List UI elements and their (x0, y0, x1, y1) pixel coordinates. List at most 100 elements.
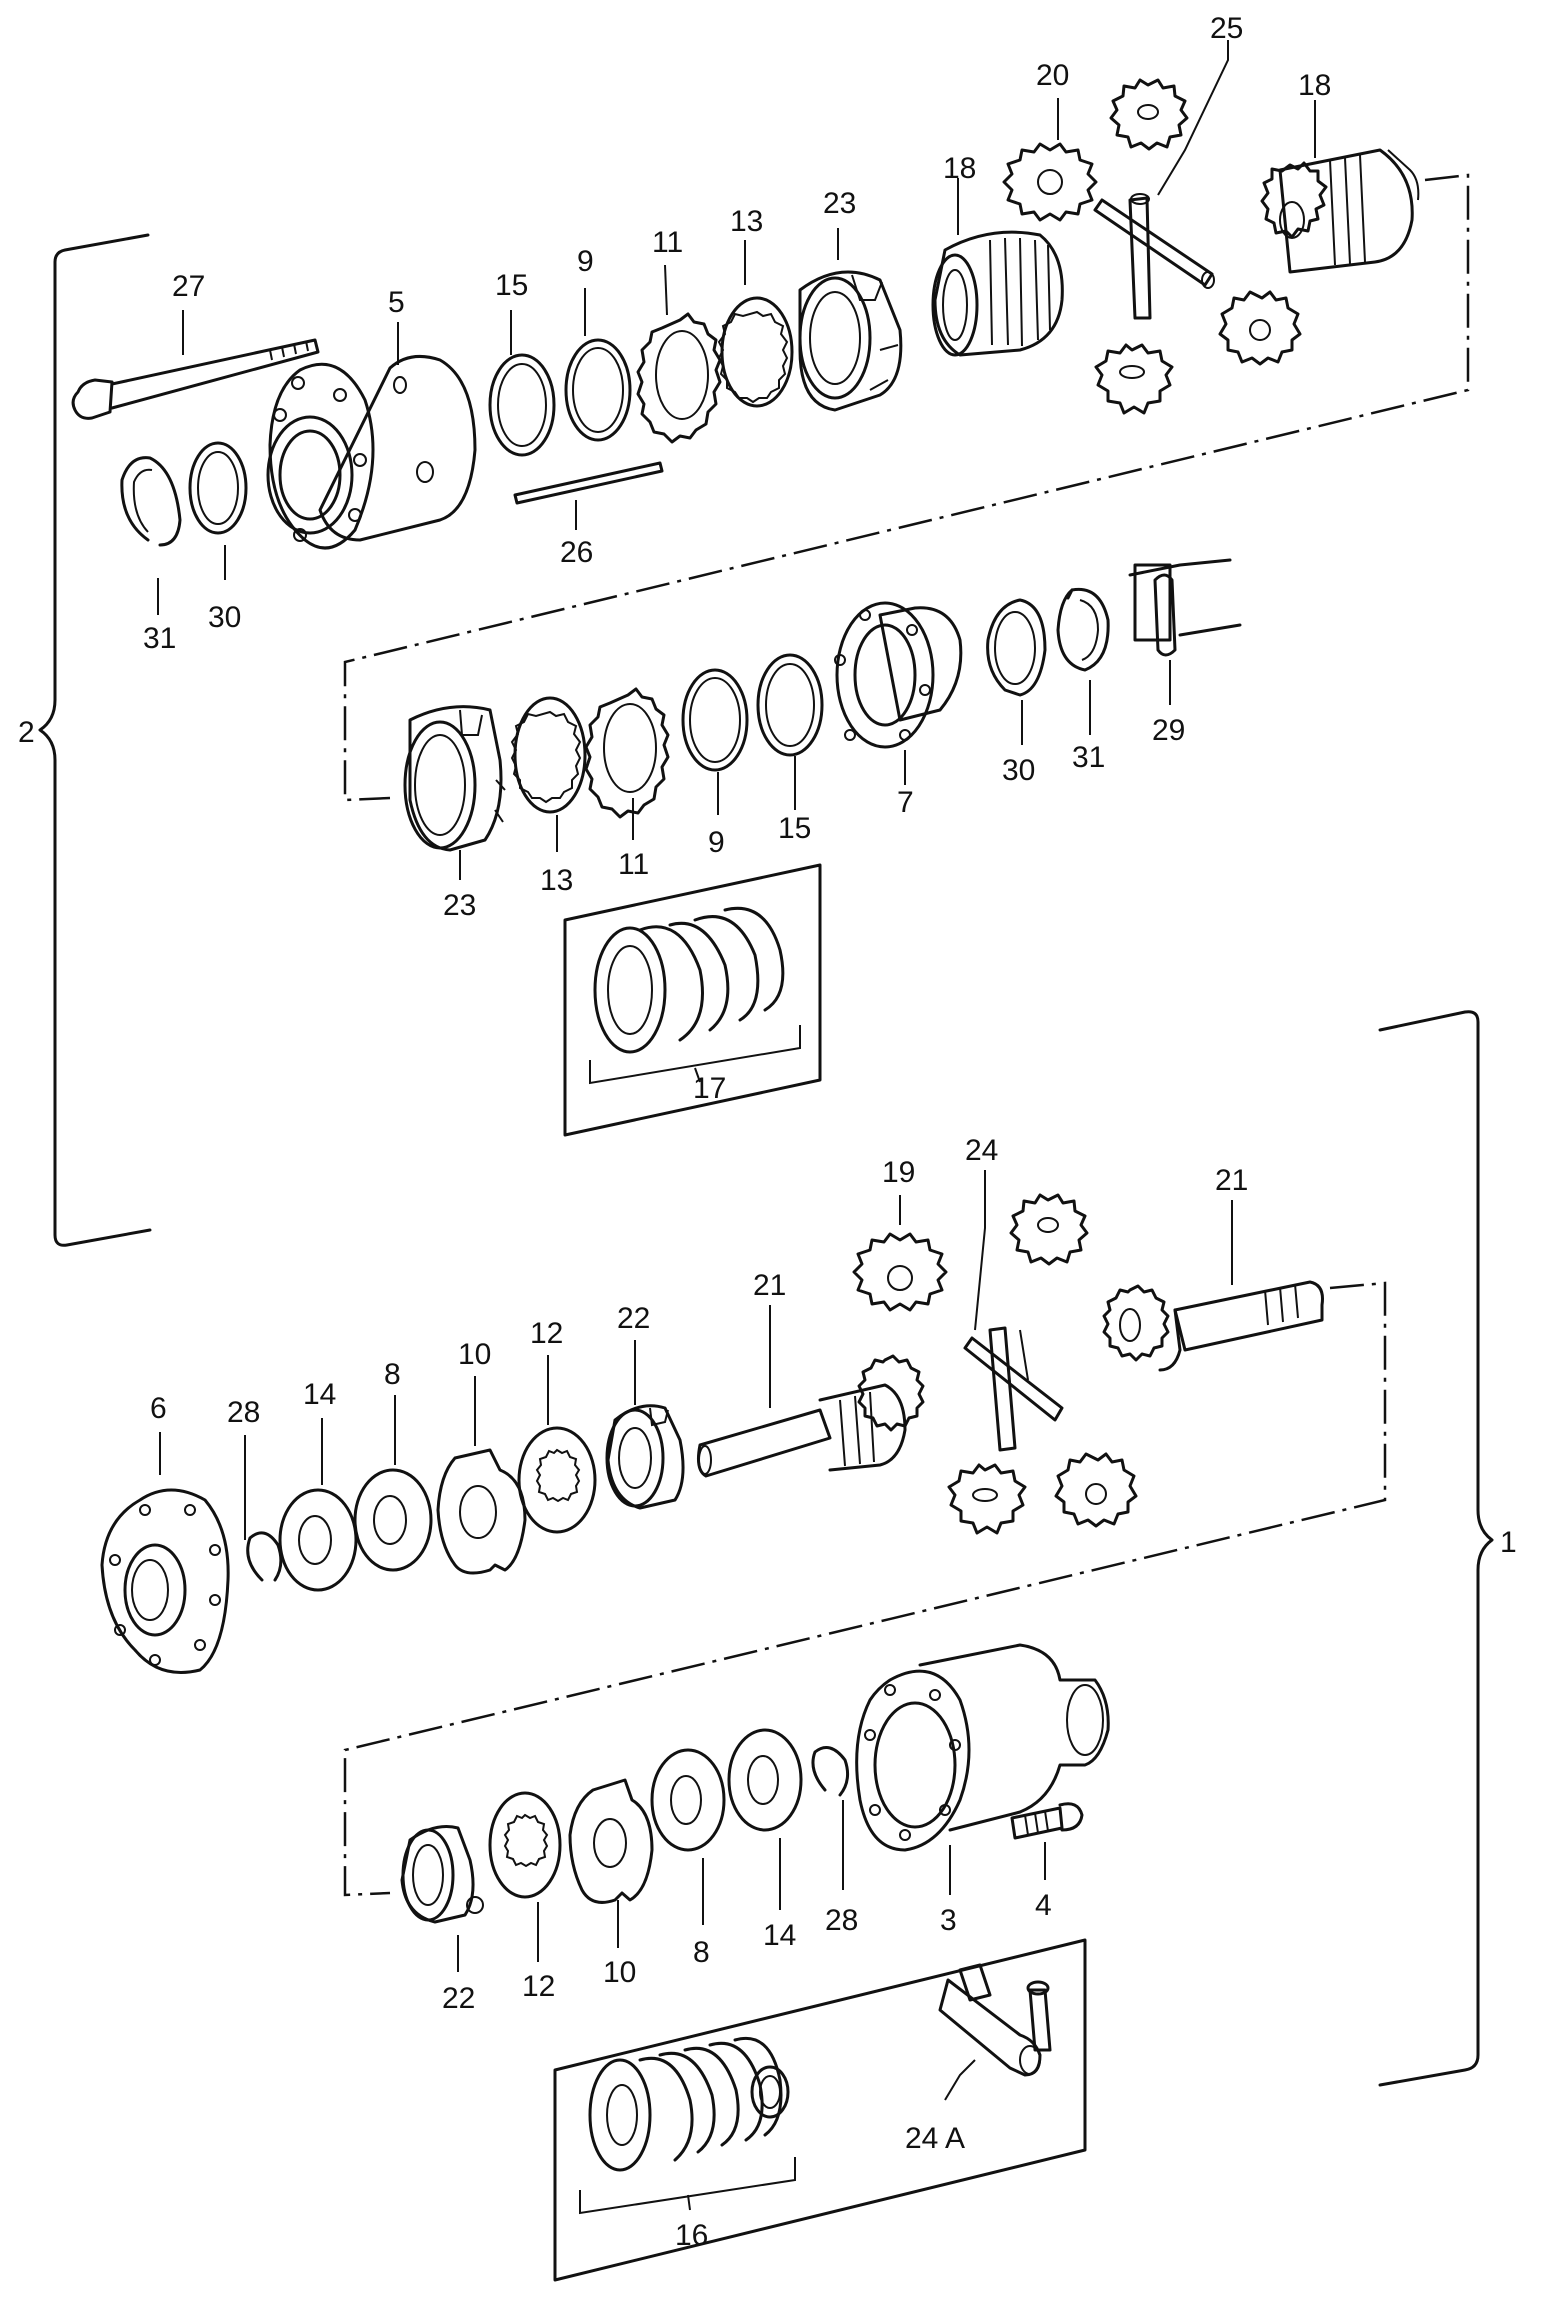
side-gear-21-left (697, 1354, 925, 1478)
circlip-31 (120, 456, 182, 547)
labels-upper: 27 5 15 9 11 13 23 18 20 25 18 26 31 30 (143, 12, 1331, 655)
spider-cross-24 (963, 1326, 1064, 1452)
pinion-upper-low-left (1094, 343, 1174, 415)
washer-14-bottom (727, 1728, 803, 1832)
labels-middle: 23 13 11 9 15 7 30 31 29 17 (443, 714, 1185, 1105)
label-22-bottom: 22 (442, 1982, 475, 2015)
washer-8 (353, 1468, 433, 1572)
label-18-right: 18 (1298, 69, 1331, 102)
pressure-ring-23 (798, 270, 903, 412)
dashed-panel-upper (343, 173, 1470, 802)
pinion-20 (1002, 142, 1098, 222)
label-31-middle: 31 (1072, 741, 1105, 774)
label-16: 16 (675, 2219, 708, 2252)
disc-11-middle (584, 687, 670, 819)
ring-9 (564, 338, 632, 442)
label-26: 26 (560, 536, 593, 569)
label-10: 10 (458, 1338, 491, 1371)
group-bracket-2: 2 (18, 233, 152, 1247)
washer-8-bottom (650, 1748, 726, 1852)
disc-12-bottom (488, 1791, 562, 1899)
label-14: 14 (303, 1378, 336, 1411)
label-25: 25 (1210, 12, 1243, 45)
shaft-29 (1128, 558, 1242, 657)
ring-30-middle (986, 598, 1047, 697)
label-8: 8 (384, 1358, 401, 1391)
cover-6 (100, 1488, 230, 1674)
pinion-lower-top (1009, 1193, 1089, 1266)
disc-10 (436, 1448, 527, 1575)
pressure-ring-22-bottom (400, 1825, 484, 1924)
cross-shaft-24a (938, 1963, 1052, 2077)
label-30-middle: 30 (1002, 754, 1035, 787)
housing-7 (834, 601, 963, 749)
pinion-19 (852, 1232, 948, 1312)
label-8-bottom: 8 (693, 1936, 710, 1969)
disc-set-box-16 (553, 1938, 1087, 2282)
pinion-upper-low-right (1218, 290, 1302, 366)
label-19: 19 (882, 1156, 915, 1189)
label-4: 4 (1035, 1889, 1052, 1922)
label-20: 20 (1036, 59, 1069, 92)
label-23: 23 (823, 187, 856, 220)
housing-3 (855, 1643, 1110, 1852)
disc-11 (636, 312, 722, 444)
label-9: 9 (577, 245, 594, 278)
label-21-left: 21 (753, 1269, 786, 1302)
ring-9-middle (681, 668, 749, 772)
ring-15 (488, 353, 556, 457)
label-12-bottom: 12 (522, 1970, 555, 2003)
group-bracket-1: 1 (1378, 1010, 1517, 2087)
pinion-lower-bottom-right (1054, 1452, 1138, 1528)
label-21-right: 21 (1215, 1164, 1248, 1197)
label-11-middle: 11 (618, 848, 649, 881)
label-29: 29 (1152, 714, 1185, 747)
disc-13 (717, 296, 794, 408)
label-24: 24 (965, 1134, 998, 1167)
labels-bottom: 22 12 10 8 14 28 3 4 16 24 A (442, 1889, 1052, 2252)
disc-set-box-17 (563, 863, 822, 1137)
disc-10-bottom (568, 1778, 654, 1904)
circlip-28-bottom (811, 1746, 850, 1797)
label-13-middle: 13 (540, 864, 573, 897)
label-23-middle: 23 (443, 889, 476, 922)
housing-5 (266, 354, 477, 550)
pressure-ring-22 (605, 1404, 685, 1510)
label-11: 11 (652, 226, 683, 259)
label-28-bottom: 28 (825, 1904, 858, 1937)
label-17: 17 (693, 1072, 726, 1105)
label-3: 3 (940, 1904, 957, 1937)
label-10-bottom: 10 (603, 1956, 636, 1989)
pinion-top (1109, 78, 1189, 151)
label-28: 28 (227, 1396, 260, 1429)
label-18-left: 18 (943, 152, 976, 185)
pressure-ring-23-middle (403, 705, 506, 852)
side-gear-18-left (931, 230, 1064, 357)
ring-30 (188, 441, 248, 535)
label-12: 12 (530, 1317, 563, 1350)
label-15: 15 (495, 269, 528, 302)
disc-13-middle (510, 696, 587, 814)
label-14-bottom: 14 (763, 1919, 796, 1952)
side-gear-18-right (1260, 148, 1420, 274)
label-6: 6 (150, 1392, 167, 1425)
pinion-lower-bottom-left (947, 1463, 1027, 1535)
bolt-27 (71, 338, 320, 420)
labels-lower: 19 24 21 21 6 28 14 8 10 12 22 (150, 1134, 1248, 1429)
label-24a: 24 A (905, 2122, 965, 2155)
leader-lines (157, 40, 1316, 2101)
label-22: 22 (617, 1302, 650, 1335)
group-label-2: 2 (18, 716, 35, 749)
label-31: 31 (143, 622, 176, 655)
circlip-31-middle (1056, 587, 1110, 672)
label-27: 27 (172, 270, 205, 303)
circlip-28 (246, 1531, 283, 1582)
label-30: 30 (208, 601, 241, 634)
disc-12 (517, 1426, 597, 1534)
label-7: 7 (897, 786, 914, 819)
label-13: 13 (730, 205, 763, 238)
spider-cross-25 (1093, 193, 1215, 320)
label-9-middle: 9 (708, 826, 725, 859)
ring-15-middle (756, 653, 824, 757)
